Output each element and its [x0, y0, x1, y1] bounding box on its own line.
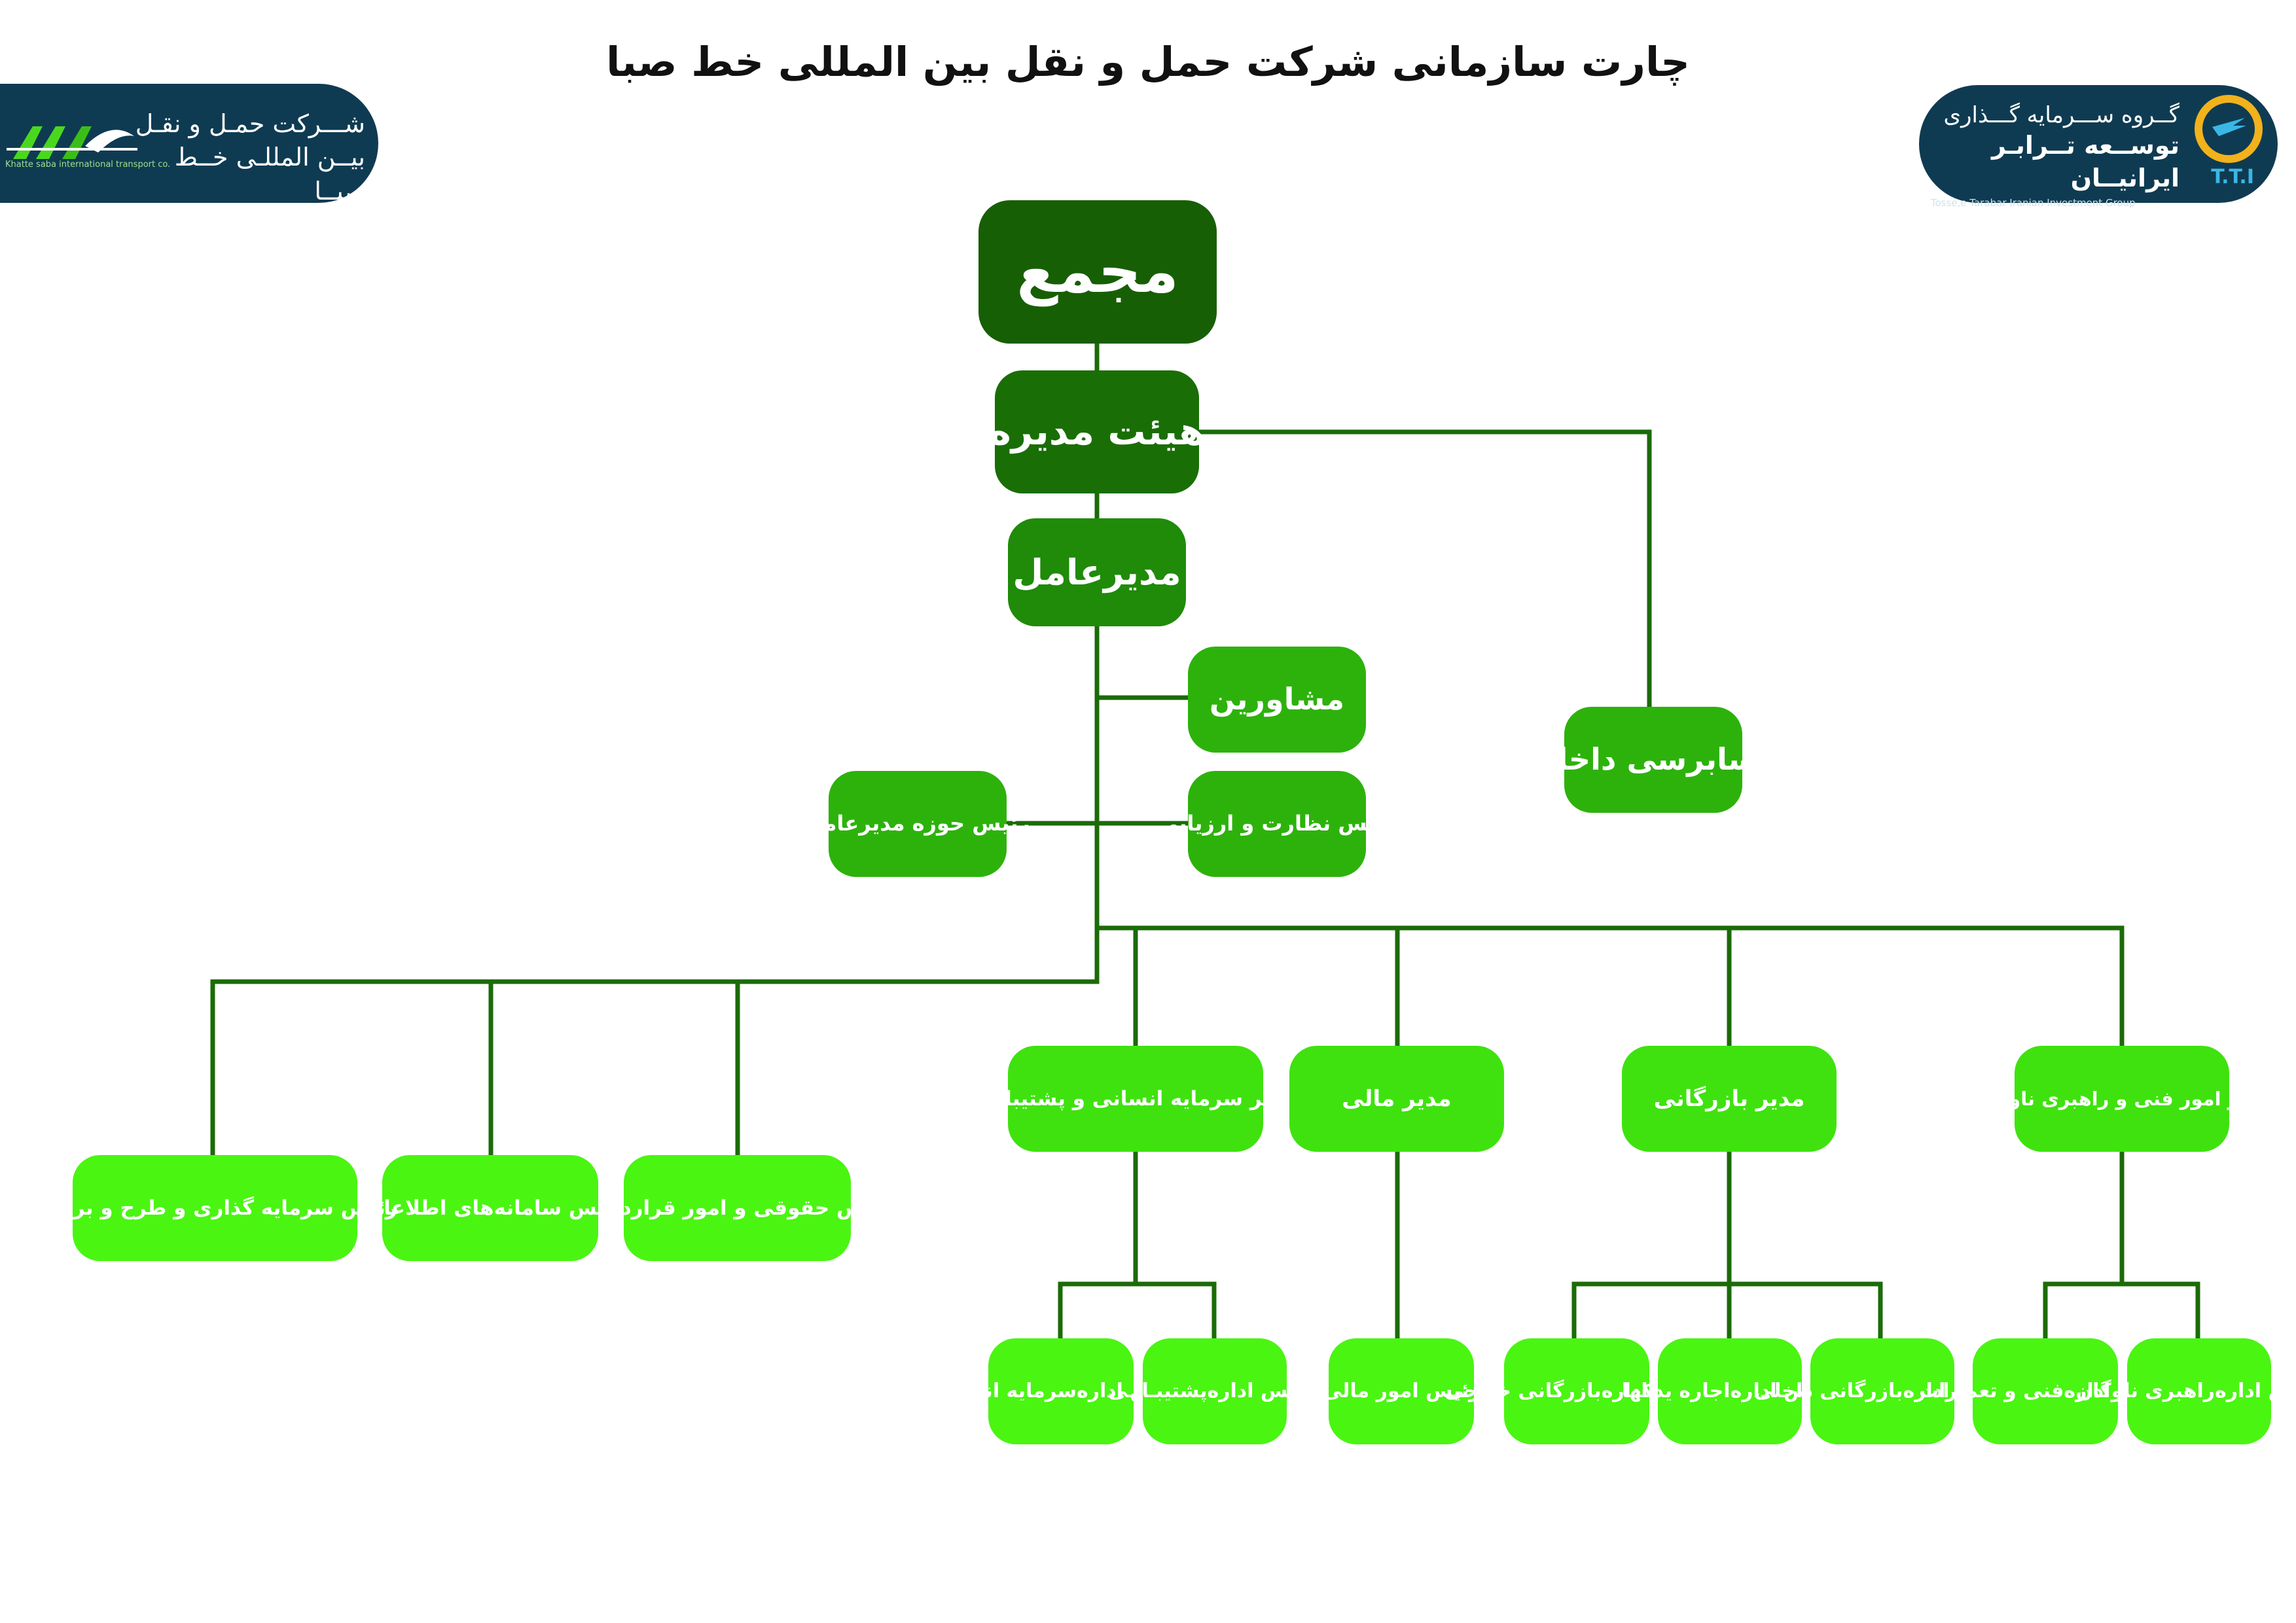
leaf-line: فنی و تعمیرات	[1918, 1379, 2064, 1402]
node-support-office-head: رئیـس اداره پشتیبـانـی	[1108, 1338, 1321, 1444]
tti-line2: توســعه تــرابـر ایرانیــان	[1992, 131, 2179, 192]
node-board: هیئت مدیره	[989, 370, 1205, 493]
tti-logo: T.T.I گــروه ســـرمایه گـــذاری توســعه …	[1919, 85, 2278, 209]
tti-line1: گــروه ســـرمایه گـــذاری	[1943, 102, 2179, 128]
node-ceo-office-head: رئیس حوزه مدیرعامل	[805, 771, 1030, 877]
right-branch	[1094, 925, 2125, 1050]
chart-title: چارت سازمانی شرکت حمل و نقل بین المللی خ…	[606, 38, 1690, 86]
node-commercial-manager: مدیر بازرگانی	[1622, 1046, 1837, 1152]
node-advisors: مشاورین	[1188, 647, 1366, 753]
node-hr-manager: مدیر سرمایه انسانی و پشتیبانی	[977, 1046, 1295, 1152]
khatte-saba-logo-icon	[7, 126, 137, 159]
khatte-saba-subtitle: Khatte saba international transport co.	[5, 160, 171, 169]
node-finance-affairs-head: رئیس امور مالی	[1323, 1338, 1480, 1444]
audit-connector	[1195, 429, 1652, 713]
node-ceo: مدیرعامل	[1008, 518, 1186, 626]
tti-english: Tosse,e Tarabar Iranian Investment Group	[1931, 196, 2136, 209]
node-leasing-head: رئیس اداره اجاره یدکها	[1622, 1338, 1838, 1444]
khatte-saba-logo: Khatte saba international transport co. …	[0, 84, 378, 205]
leaf-line: پشتیبـانـی	[1107, 1379, 1208, 1402]
node-it-head: رئیس سامانه‌های اطلاعاتی	[355, 1155, 625, 1261]
tti-logo-icon	[2195, 95, 2263, 163]
leaf-line: بازرگانی داخلی	[1753, 1379, 1903, 1402]
node-internal-audit: حسابرسی داخلی	[1526, 707, 1780, 813]
leaf-line: رئیـس اداره	[1207, 1379, 1322, 1402]
node-foreign-trade-head: رئیس اداره بازرگانی خارجی	[1444, 1338, 1709, 1444]
leaf-line: بازرگانی خارجی	[1444, 1379, 1602, 1402]
leaf-line: رئیس اداره	[2215, 1379, 2296, 1402]
node-supervision-head: رئیس نظارت و ارزیابی	[1158, 771, 1396, 877]
tti-name: گــروه ســـرمایه گـــذاری توســعه تــراب…	[1931, 101, 2179, 209]
node-fleet-ops-head: رئیس اداره راهبری ناوگان	[2075, 1338, 2296, 1444]
tti-abbr: T.T.I	[2211, 166, 2254, 188]
khatte-saba-line1: شـــرکت حمـل و نقـل	[135, 109, 365, 138]
node-hr-office-head: رئیـس اداره سرمایه انسانی	[931, 1338, 1191, 1444]
node-finance-manager: مدیر مالی	[1289, 1046, 1504, 1152]
leaf-line: اجاره یدکها	[1621, 1379, 1731, 1402]
node-assembly: مجمع	[978, 200, 1217, 344]
left-branch	[210, 979, 1100, 1158]
node-investment-head: رئیس سرمایه گذاری و طرح و برنامه	[33, 1155, 397, 1261]
node-fleet-manager: مدیر امور فنی و راهبری ناوگان	[1975, 1046, 2269, 1152]
leaf-line: راهبری ناوگان	[2075, 1379, 2215, 1402]
khatte-saba-name: شـــرکت حمـل و نقـل بیــن المللـی خــط ص…	[117, 107, 365, 208]
khatte-saba-line2: بیــن المللـی خــط صبــا	[174, 143, 365, 205]
node-legal-head: رئیس حقوقی و امور قراردادها	[582, 1155, 893, 1261]
leaf-line: سرمایه انسانی	[931, 1379, 1077, 1402]
node-domestic-trade-head: رئیس اداره بازرگانی داخلی	[1754, 1338, 2011, 1444]
